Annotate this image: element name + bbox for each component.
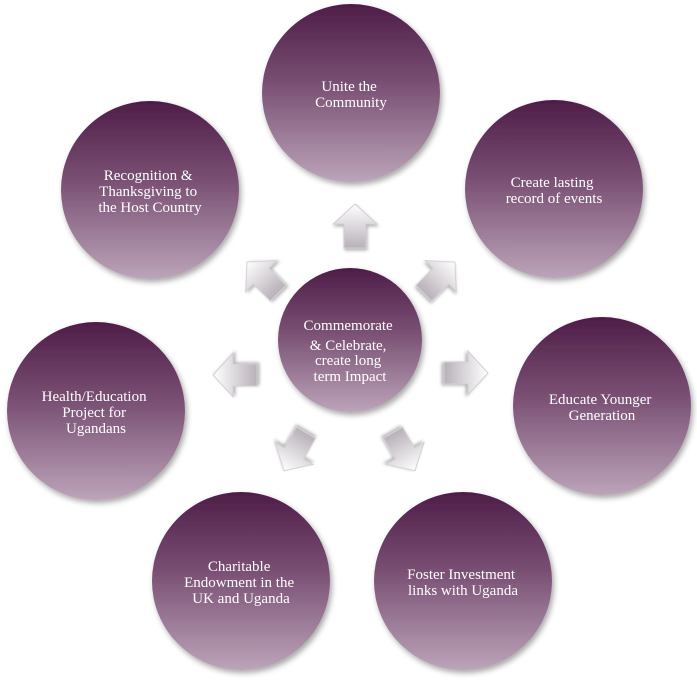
node-label: Unite the Community [315, 79, 387, 111]
arrow-5 [274, 426, 317, 472]
arrow-1 [331, 203, 379, 249]
node-charitable-endowment: Charitable Endowment in the UK and Ugand… [152, 492, 330, 670]
node-line: Charitable [208, 559, 271, 575]
node-line: Project for [62, 405, 126, 421]
node-label: Educate Younger Generation [549, 392, 655, 424]
node-label: Create lasting record of events [506, 175, 603, 207]
node-line: Foster Investment [407, 567, 516, 583]
center-node: Commemorate & Celebrate, create long ter… [278, 268, 422, 412]
node-line: record of events [506, 191, 603, 207]
node-label: Health/Education Project for Ugandans [42, 389, 151, 437]
node-circle [465, 100, 643, 278]
arrow-2 [415, 260, 457, 302]
node-line: Unite the [321, 79, 377, 95]
node-circle [7, 322, 185, 500]
node-line: Create lasting [511, 175, 594, 191]
node-line: Community [315, 95, 387, 111]
node-line: Health/Education [42, 389, 147, 405]
node-line: Educate Younger [549, 392, 651, 408]
node-line: Endowment in the [184, 575, 294, 591]
center-label: Commemorate & Celebrate, create long ter… [304, 318, 397, 385]
arrow-7 [245, 260, 287, 302]
center-line-2: & Celebrate, [310, 338, 387, 354]
center-line-1: Commemorate [304, 318, 393, 334]
node-label: Recognition & Thanksgiving to the Host C… [98, 168, 202, 216]
node-line: UK and Uganda [192, 591, 290, 607]
node-line: Thanksgiving to [99, 184, 197, 200]
node-circle [61, 101, 239, 279]
node-line: Generation [569, 408, 636, 424]
node-foster-investment: Foster Investment links with Uganda [374, 492, 552, 670]
center-line-3: create long [315, 353, 382, 369]
node-create-record: Create lasting record of events [465, 100, 643, 278]
node-educate-younger: Educate Younger Generation [513, 317, 691, 495]
node-circle [262, 4, 440, 182]
node-line: Recognition & [104, 168, 193, 184]
arrow-6 [212, 351, 258, 399]
node-line: the Host Country [98, 200, 202, 216]
node-label: Foster Investment links with Uganda [407, 567, 519, 599]
node-line: Ugandans [66, 421, 126, 437]
arrows-layer [212, 203, 489, 472]
arrow-4 [382, 426, 425, 472]
node-circle [513, 317, 691, 495]
node-recognition-thanksgiving: Recognition & Thanksgiving to the Host C… [61, 101, 239, 279]
node-circle [152, 492, 330, 670]
arrow-3 [443, 349, 489, 397]
center-circle [278, 268, 422, 412]
node-circle [374, 492, 552, 670]
node-unite-community: Unite the Community [262, 4, 440, 182]
node-label: Charitable Endowment in the UK and Ugand… [184, 559, 298, 607]
node-health-education: Health/Education Project for Ugandans [7, 322, 185, 500]
center-line-4: term Impact [314, 369, 388, 385]
node-line: links with Uganda [408, 583, 518, 599]
